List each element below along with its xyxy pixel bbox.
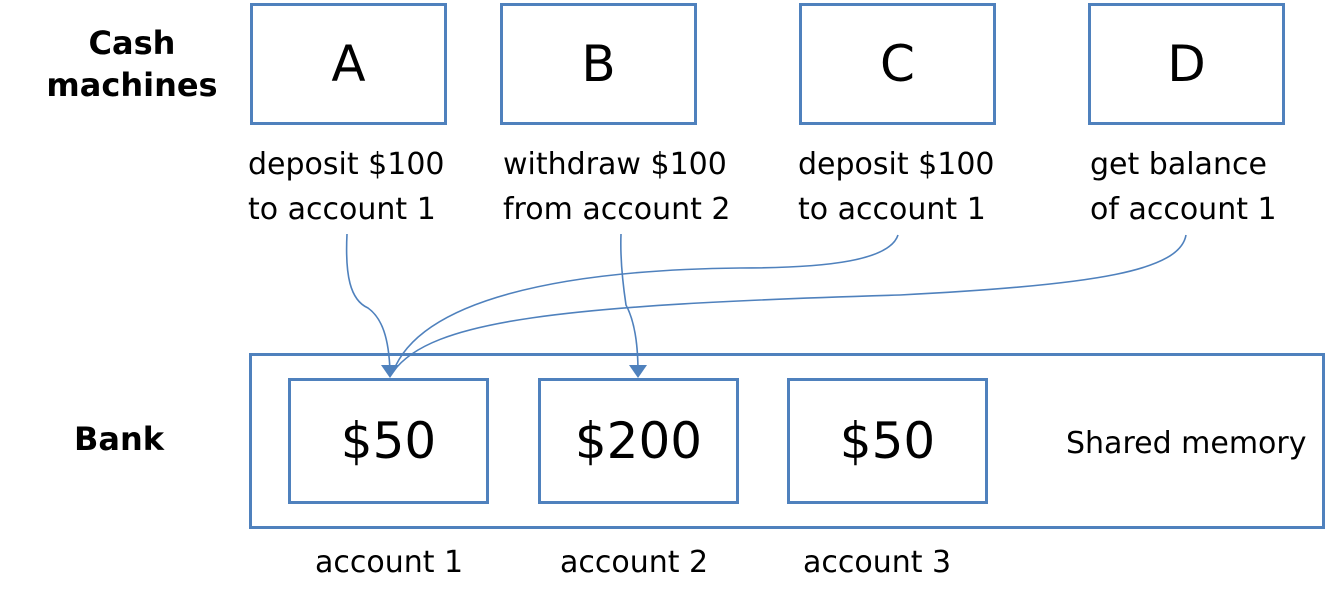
operation-d: get balance of account 1: [1090, 142, 1277, 232]
account-1-label: account 1: [315, 545, 464, 580]
cash-machine-b: B: [500, 3, 697, 125]
account-2-box: $200: [538, 378, 739, 504]
cash-machine-c: C: [799, 3, 996, 125]
operation-d-line1: get balance: [1090, 147, 1267, 182]
cash-machines-label-line2: machines: [46, 66, 218, 104]
operation-c: deposit $100 to account 1: [798, 142, 995, 232]
cash-machine-a: A: [250, 3, 447, 125]
operation-a-line2: to account 1: [248, 192, 436, 227]
account-1-box: $50: [288, 378, 489, 504]
arrow-c-to-account-1: [392, 234, 899, 373]
operation-c-line2: to account 1: [798, 192, 986, 227]
arrow-a-to-account-1: [345, 233, 391, 373]
account-3-label: account 3: [803, 545, 952, 580]
operation-b-line1: withdraw $100: [503, 147, 727, 182]
shared-memory-label: Shared memory: [1066, 426, 1307, 461]
account-2-label: account 2: [560, 545, 709, 580]
operation-b: withdraw $100 from account 2: [503, 142, 731, 232]
operation-d-line2: of account 1: [1090, 192, 1277, 227]
cash-machine-d: D: [1088, 3, 1285, 125]
operation-a-line1: deposit $100: [248, 147, 445, 182]
operation-a: deposit $100 to account 1: [248, 142, 445, 232]
cash-machines-label-line1: Cash: [88, 24, 176, 62]
account-3-box: $50: [787, 378, 988, 504]
cash-machines-label: Cash machines: [46, 22, 218, 106]
arrow-b-to-account-2: [620, 233, 639, 373]
arrow-d-to-account-1: [392, 234, 1187, 373]
operation-c-line1: deposit $100: [798, 147, 995, 182]
bank-label: Bank: [74, 420, 165, 458]
operation-b-line2: from account 2: [503, 192, 731, 227]
